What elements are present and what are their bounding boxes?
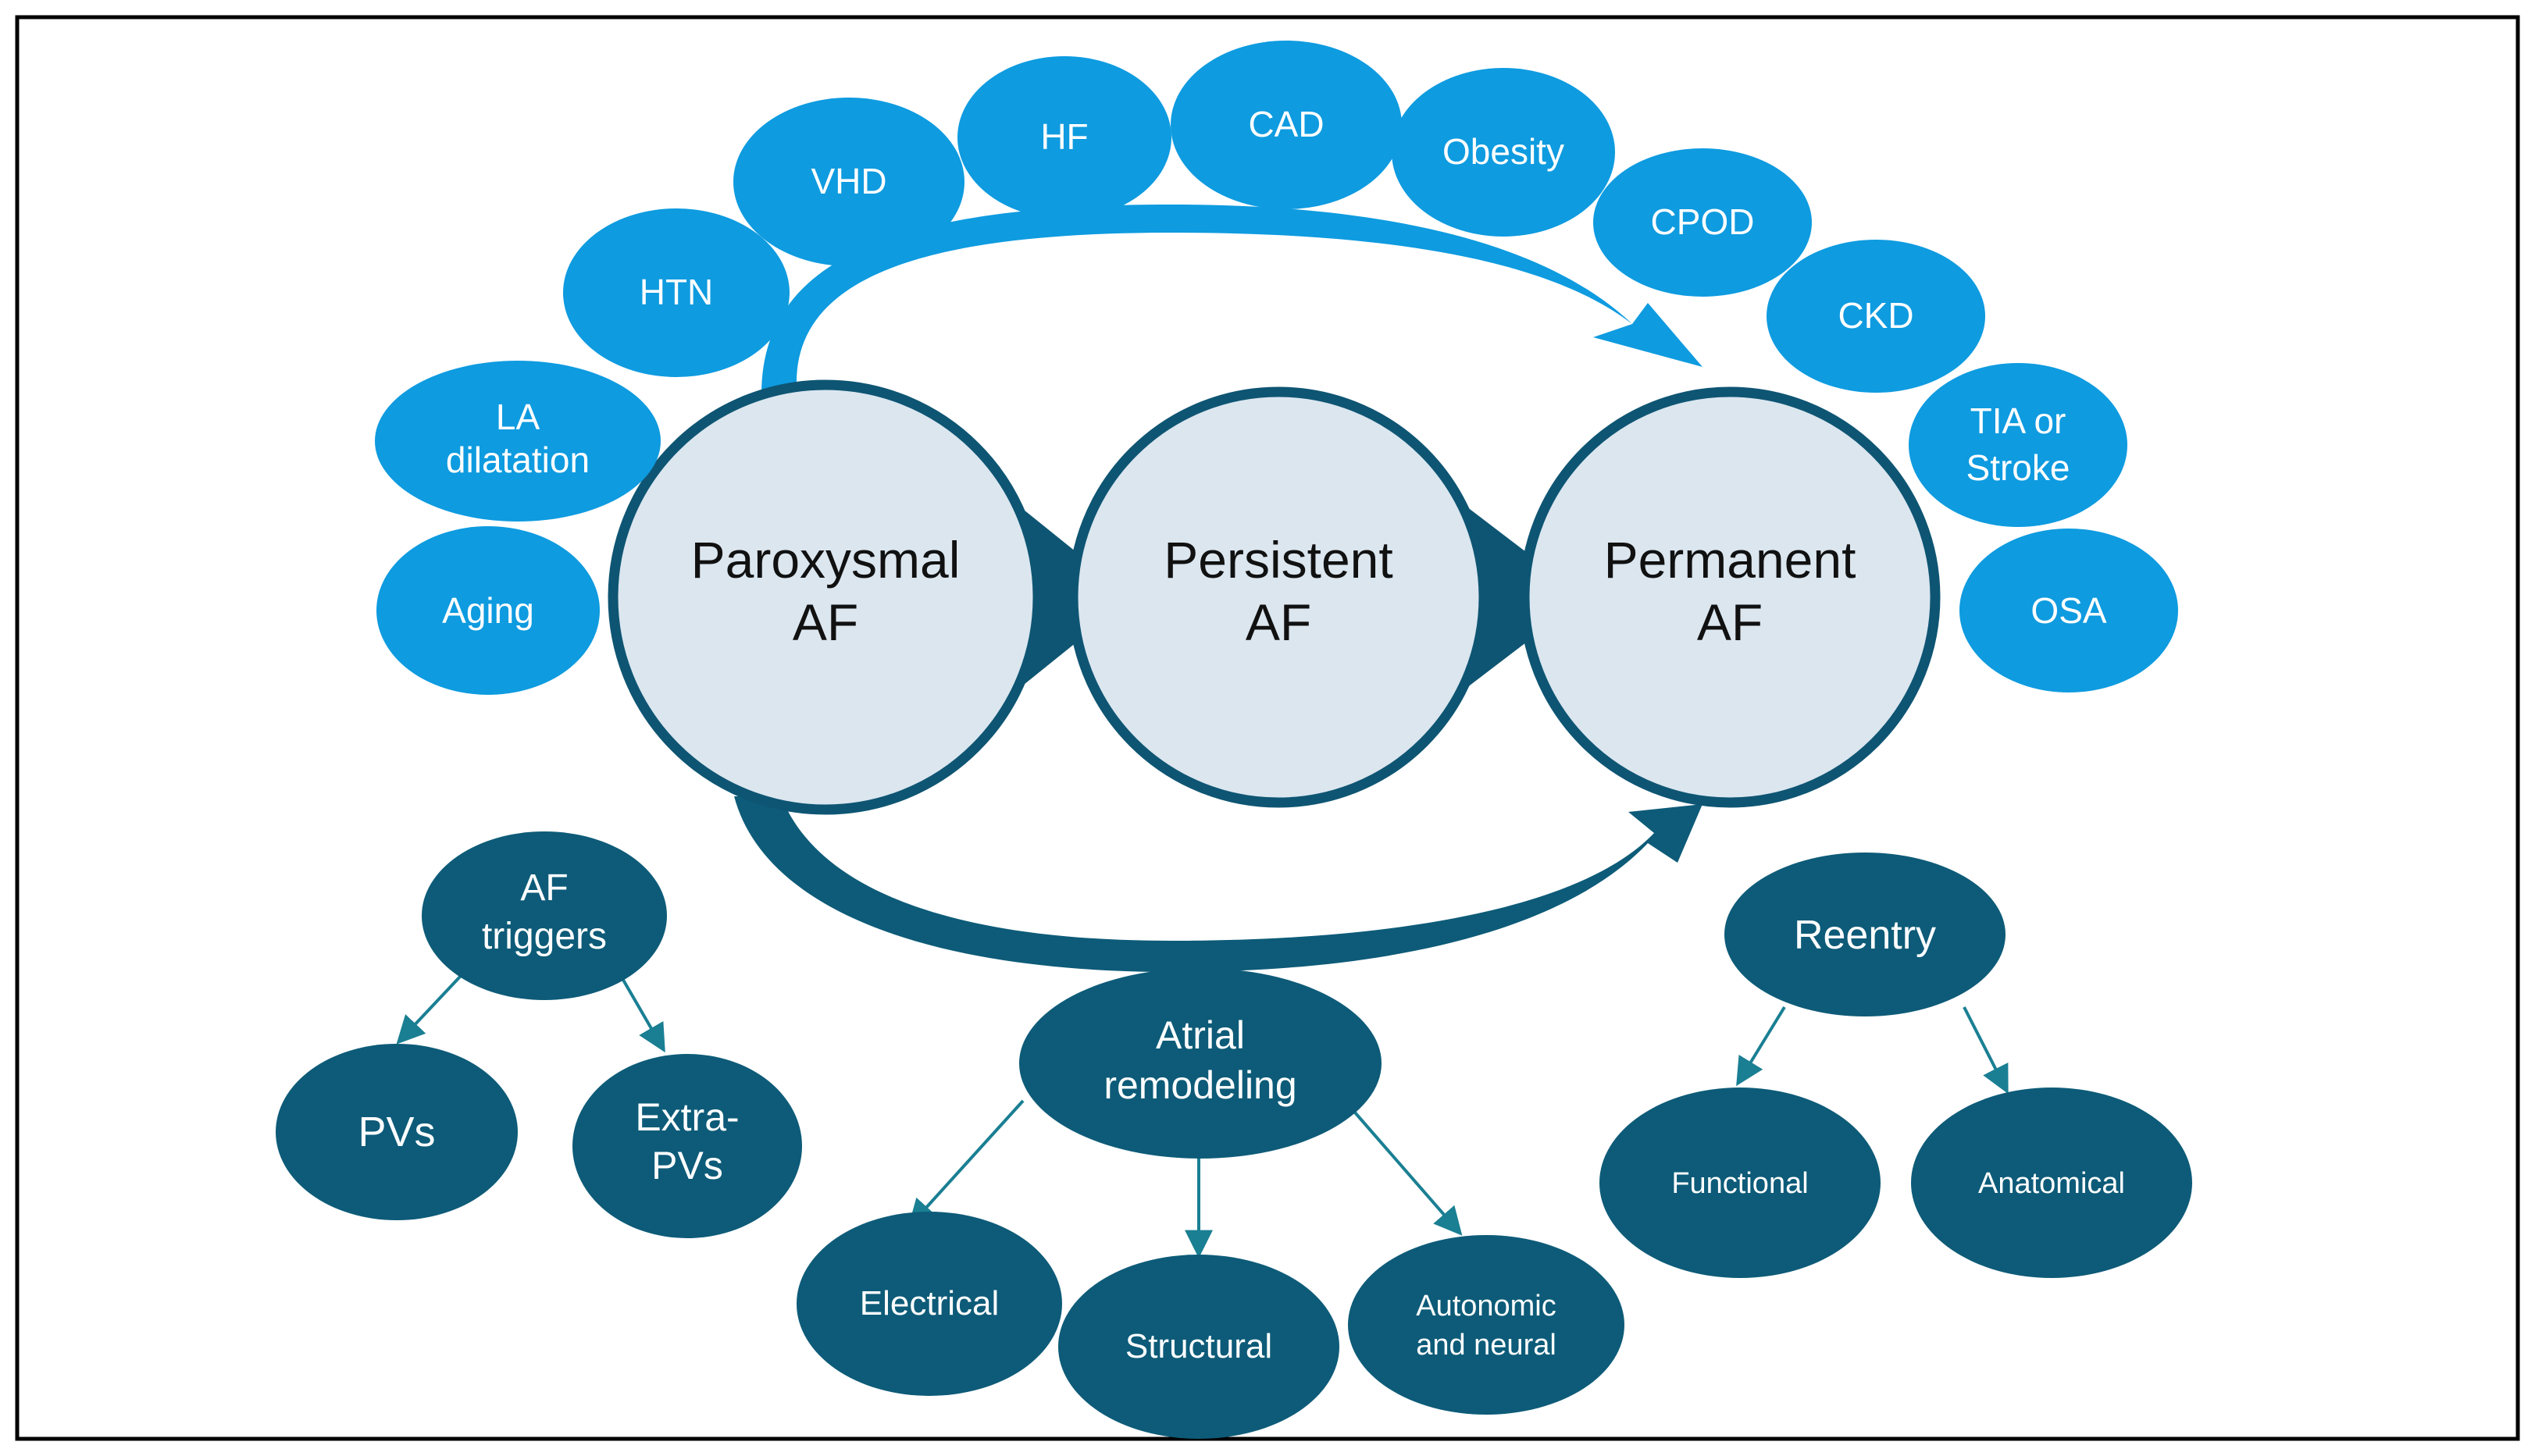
risk-factor-obesity: Obesity (1392, 68, 1615, 237)
mechanism-extra-pvs: Extra- PVs (572, 1054, 802, 1238)
risk-factor-vhd: VHD (733, 98, 964, 266)
risk-factor-tia-stroke: TIA or Stroke (1909, 363, 2127, 527)
mechanism-label-line: Extra- (635, 1095, 739, 1139)
risk-label: OSA (2030, 590, 2106, 631)
mechanism-label: Reentry (1794, 913, 1936, 958)
top-progression-arrow (761, 205, 1702, 394)
mechanism-label: Electrical (860, 1284, 1000, 1323)
mechanism-af-triggers: AF triggers (422, 831, 667, 1000)
mechanism-structural: Structural (1058, 1255, 1339, 1439)
risk-label-line: Stroke (1966, 447, 2070, 488)
risk-label-line: TIA or (1970, 400, 2066, 441)
mechanism-label-line: remodeling (1103, 1063, 1296, 1107)
risk-label: Obesity (1442, 131, 1564, 172)
mechanism-label: Structural (1125, 1327, 1272, 1365)
connector-triggers-extra-pvs (619, 974, 665, 1053)
stage-label-line: AF (793, 593, 858, 651)
risk-label: Aging (442, 590, 534, 631)
mechanism-autonomic-neural: Autonomic and neural (1348, 1235, 1624, 1415)
stage-label-line: Persistent (1164, 531, 1392, 589)
risk-label-line: dilatation (446, 440, 590, 480)
risk-factor-cad: CAD (1171, 41, 1402, 209)
risk-factor-osa: OSA (1959, 529, 2178, 692)
risk-factor-cpod: CPOD (1593, 148, 1812, 297)
mechanism-label-line: Atrial (1156, 1013, 1245, 1057)
risk-label-line: LA (496, 397, 540, 437)
mechanism-reentry: Reentry (1724, 853, 2006, 1016)
stage-label-line: Paroxysmal (691, 531, 961, 589)
bottom-progression-arrow (734, 796, 1702, 972)
risk-factor-ckd: CKD (1767, 240, 1985, 393)
connector-reentry-anatomical (1963, 1006, 2009, 1095)
mechanism-functional: Functional (1599, 1088, 1881, 1278)
mechanism-label-line: Autonomic (1416, 1290, 1556, 1323)
risk-label: HTN (640, 272, 714, 312)
connector-reentry-functional (1736, 1006, 1786, 1087)
svg-text:Extra-PVs: Extra- PVs (635, 1095, 739, 1187)
connector-remodeling-autonomic (1353, 1111, 1463, 1236)
mechanism-anatomical: Anatomical (1911, 1088, 2192, 1278)
risk-label: CKD (1838, 295, 1913, 336)
mechanism-label-line: PVs (651, 1144, 723, 1187)
figure-frame (15, 15, 2520, 1441)
stage-label-line: AF (1246, 593, 1311, 651)
mechanism-atrial-remodeling: Atrial remodeling (1019, 968, 1382, 1159)
stage-label-line: AF (1697, 593, 1763, 651)
risk-factor-aging: Aging (376, 526, 600, 695)
risk-label: CAD (1248, 104, 1324, 144)
stage-label-line: Permanent (1604, 531, 1856, 589)
risk-factor-hf: HF (957, 56, 1171, 219)
connector-triggers-pvs (396, 974, 462, 1045)
mechanism-label: Functional (1671, 1167, 1808, 1200)
mechanism-pvs: PVs (276, 1044, 518, 1220)
mechanism-label-line: and neural (1416, 1329, 1556, 1362)
mechanism-label-line: AF (520, 867, 568, 909)
mechanism-label: Anatomical (1978, 1167, 2125, 1200)
mechanism-label-line: triggers (482, 916, 607, 957)
risk-label: VHD (811, 161, 886, 201)
risk-label: CPOD (1651, 201, 1755, 242)
connector-remodeling-electrical (907, 1099, 1025, 1228)
mechanism-label: PVs (358, 1109, 435, 1155)
mechanism-electrical: Electrical (797, 1212, 1062, 1396)
risk-label: HF (1040, 116, 1088, 157)
risk-factor-htn: HTN (563, 208, 790, 377)
